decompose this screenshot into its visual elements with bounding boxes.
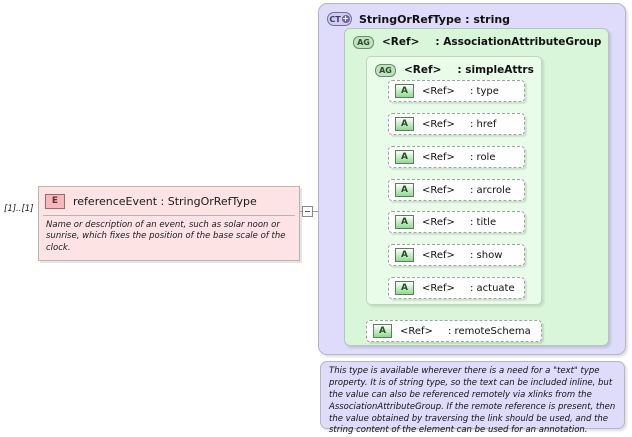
table-row[interactable]: A <Ref> : show xyxy=(388,244,525,266)
attribute-icon: A xyxy=(395,84,414,98)
attribute-icon: A xyxy=(395,117,414,131)
attribute-name: : remoteSchema xyxy=(448,325,531,337)
attribute-ref: <Ref> xyxy=(422,184,455,196)
table-row[interactable]: A <Ref> : arcrole xyxy=(388,179,525,201)
attribute-row-remote-schema[interactable]: A <Ref> : remoteSchema xyxy=(366,320,542,342)
element-description: Name or description of an event, such as… xyxy=(46,220,286,253)
element-title: referenceEvent : StringOrRefType xyxy=(73,194,257,208)
table-row[interactable]: A <Ref> : href xyxy=(388,113,525,135)
attribute-name: : href xyxy=(470,118,497,130)
attribute-ref: <Ref> xyxy=(422,216,455,228)
attribute-group-icon: AG xyxy=(353,35,374,49)
attribute-group-ref-inner: <Ref> xyxy=(404,64,442,76)
complex-type-icon[interactable]: CT+ xyxy=(327,12,352,26)
complex-type-title: StringOrRefType : string xyxy=(359,12,511,26)
collapse-toggle-icon[interactable] xyxy=(302,206,313,217)
table-row[interactable]: A <Ref> : actuate xyxy=(388,277,525,299)
attribute-group-header-inner: AG <Ref> : simpleAttrs xyxy=(367,57,541,79)
attribute-ref: <Ref> xyxy=(400,325,433,337)
attribute-name: : role xyxy=(470,151,496,163)
attribute-name: : arcrole xyxy=(470,184,512,196)
attribute-icon: A xyxy=(395,150,414,164)
attribute-icon: A xyxy=(395,281,414,295)
attribute-group-name-outer: : AssociationAttributeGroup xyxy=(435,36,602,48)
table-row[interactable]: A <Ref> : title xyxy=(388,211,525,233)
attribute-name: : type xyxy=(470,85,499,97)
attribute-name: : show xyxy=(470,249,503,261)
attribute-group-ref-outer: <Ref> xyxy=(382,36,420,48)
attribute-icon: A xyxy=(395,215,414,229)
attribute-name: : title xyxy=(470,216,497,228)
cardinality-label: [1]..[1] xyxy=(4,204,34,214)
table-row[interactable]: A <Ref> : role xyxy=(388,146,525,168)
attribute-ref: <Ref> xyxy=(422,151,455,163)
attribute-row[interactable]: A <Ref> : type xyxy=(388,80,525,102)
element-icon: E xyxy=(45,193,65,209)
attribute-ref: <Ref> xyxy=(422,85,455,97)
attribute-group-header-outer: AG <Ref> : AssociationAttributeGroup xyxy=(345,29,608,51)
attribute-icon: A xyxy=(395,183,414,197)
attribute-icon: A xyxy=(395,248,414,262)
complex-type-header: CT+ StringOrRefType : string xyxy=(319,4,625,29)
element-box-reference-event[interactable]: E referenceEvent : StringOrRefType Name … xyxy=(38,186,300,261)
complex-type-icon-label: CT xyxy=(329,14,341,24)
annotation-documentation: This type is available wherever there is… xyxy=(320,361,625,435)
attribute-icon: A xyxy=(373,324,392,338)
attribute-group-name-inner: : simpleAttrs xyxy=(457,64,534,76)
expand-plus-icon[interactable]: + xyxy=(341,14,350,23)
attribute-group-icon-inner: AG xyxy=(375,63,396,77)
element-divider xyxy=(43,215,295,216)
attribute-ref: <Ref> xyxy=(422,249,455,261)
attribute-name: : actuate xyxy=(470,282,515,294)
element-header: E referenceEvent : StringOrRefType xyxy=(39,187,299,215)
attribute-ref: <Ref> xyxy=(422,118,455,130)
attribute-ref: <Ref> xyxy=(422,282,455,294)
